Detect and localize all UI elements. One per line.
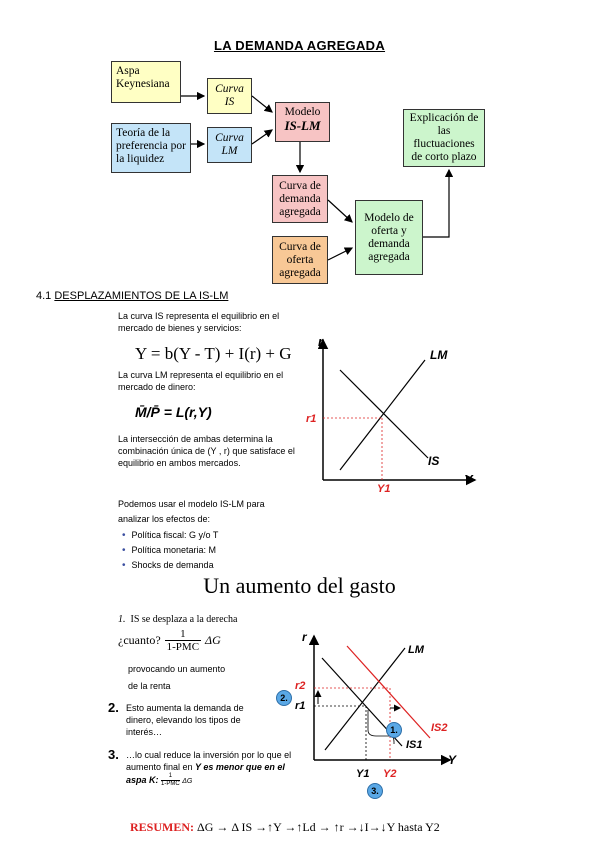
aumento-title: Un aumento del gasto <box>203 573 396 598</box>
list-item: Shocks de demanda <box>122 558 218 573</box>
is2-label: IS2 <box>431 722 448 734</box>
multiplier-fraction: 1 1-PMC <box>164 628 202 653</box>
list-item: Política monetaria: M <box>122 543 218 558</box>
delta-g: ΔG <box>205 633 221 647</box>
section-number: 4.1 <box>36 290 52 302</box>
lm-equation: M̄/P̄ = L(r,Y) <box>135 404 212 420</box>
bracket <box>367 710 395 744</box>
lm-curve <box>339 359 426 471</box>
step2-number: 2. <box>108 700 119 715</box>
r1-label: r1 <box>306 413 317 425</box>
resumen-text: ΔG → Δ IS →↑Y →↑Ld → ↑r →↓I→↓Y hasta Y2 <box>197 820 440 834</box>
y2-label: Y2 <box>383 768 397 780</box>
diagram-arrows <box>181 91 454 261</box>
islm-label: IS-LM <box>284 118 321 133</box>
step3-text: …lo cual reduce la inversión por lo que … <box>126 749 296 788</box>
y-axis-label: Y <box>464 472 473 487</box>
curva-lm-box: Curva LM <box>207 127 252 163</box>
y-axis-label: Y <box>448 753 457 767</box>
cuanto-formula: ¿cuanto? 1 1-PMC ΔG <box>118 628 221 653</box>
use-model-text: Podemos usar el modelo IS-LM para analiz… <box>118 499 265 524</box>
demanda-box: Curva de demanda agregada <box>272 175 328 223</box>
is1-label: IS1 <box>406 739 423 751</box>
modelo-label: Modelo <box>284 106 321 118</box>
aspa-keynesiana-box: Aspa Keynesiana <box>111 61 181 103</box>
islm-graph <box>317 338 477 486</box>
curva-is-box: Curva IS <box>207 78 252 114</box>
resumen-label: RESUMEN: <box>130 820 195 834</box>
step3-text-a: …lo cual reduce la inversión por lo que … <box>126 750 292 772</box>
modelo-islm-box: Modelo IS-LM <box>275 102 330 142</box>
step3-number: 3. <box>108 747 119 762</box>
is-equation: Y = b(Y - T) + I(r) + G <box>135 344 292 363</box>
provocando-text: provocando un aumento <box>128 664 226 674</box>
renta-text: de la renta <box>128 681 171 691</box>
page-title: LA DEMANDA AGREGADA <box>213 38 386 53</box>
oferta-box: Curva de oferta agregada <box>272 236 328 284</box>
step1-number: 1. <box>118 614 126 625</box>
lm-curve <box>324 647 406 751</box>
is2-curve <box>346 645 431 739</box>
resumen: RESUMEN: ΔG → Δ IS →↑Y →↑Ld → ↑r →↓I→↓Y … <box>130 820 440 835</box>
section-heading: 4.1 DESPLAZAMIENTOS DE LA IS-LM <box>36 290 228 302</box>
cuanto-label: ¿cuanto? <box>118 633 161 647</box>
step3-marker: 3. <box>367 783 383 799</box>
fraction-numerator: 1 <box>168 773 173 779</box>
fraction-denominator: 1-PMC <box>161 780 180 787</box>
step3-fraction: 1 1-PMC <box>161 773 180 788</box>
lm-label: LM <box>430 348 448 362</box>
fraction-numerator: 1 <box>180 628 186 640</box>
lm-label: LM <box>408 644 424 656</box>
intersection-explanation: La intersección de ambas determina la co… <box>118 434 295 468</box>
delta-g: ΔG <box>182 777 193 785</box>
step1: 1. IS se desplaza a la derecha <box>118 614 237 625</box>
step1-text: IS se desplaza a la derecha <box>130 614 238 625</box>
explicacion-box: Explicación de las fluctuaciones de cort… <box>403 109 485 167</box>
r-axis-label: r <box>302 630 307 644</box>
step2-marker: 2. <box>276 690 292 706</box>
modelo-oa-box: Modelo de oferta y demanda agregada <box>355 200 423 275</box>
effects-list: Política fiscal: G y/o T Política moneta… <box>122 528 219 573</box>
is-curve <box>339 369 429 459</box>
is-explanation: La curva IS representa el equilibrio en … <box>118 311 280 333</box>
section-title: DESPLAZAMIENTOS DE LA IS-LM <box>54 290 229 302</box>
step3-text-b: Y es menor que en el aspa K: <box>126 762 285 785</box>
lm-explanation: La curva LM representa el equilibrio en … <box>118 370 284 392</box>
fraction-denominator: 1-PMC <box>164 640 202 653</box>
step1-marker: 1. <box>386 722 402 738</box>
y1-label: Y1 <box>356 768 370 780</box>
step2-text: Esto aumenta la demanda de dinero, eleva… <box>126 703 244 737</box>
r1-label: r1 <box>295 700 306 712</box>
list-item: Política fiscal: G y/o T <box>122 528 219 543</box>
shift-graph <box>308 634 452 766</box>
y1-label: Y1 <box>377 483 391 495</box>
r-axis-label: r <box>318 334 324 349</box>
r2-label: r2 <box>295 680 306 692</box>
is-label: IS <box>428 454 440 468</box>
teoria-box: Teoría de la preferencia por la liquidez <box>111 123 191 173</box>
